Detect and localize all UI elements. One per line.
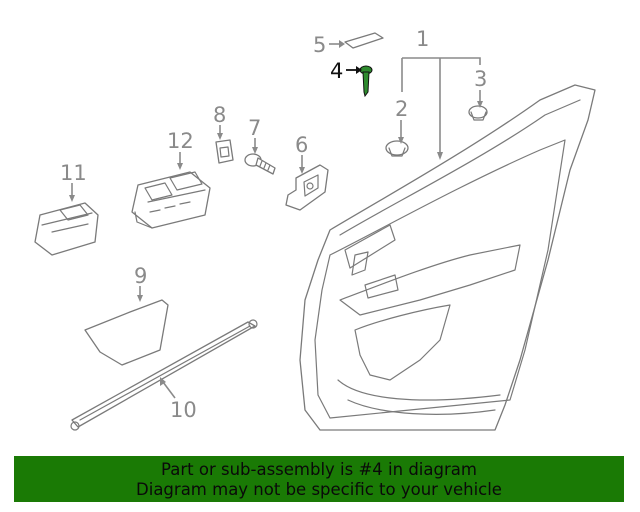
- bracket-6: [285, 164, 329, 211]
- clip-8: [215, 139, 234, 164]
- callout-9: 9: [134, 264, 147, 288]
- clip-3: [468, 105, 488, 121]
- callout-11: 11: [60, 161, 87, 185]
- callout-12: 12: [167, 129, 194, 153]
- screw-7: [244, 153, 276, 175]
- window-master-switch: [131, 171, 211, 229]
- cover-9: [84, 299, 169, 366]
- window-switch: [34, 202, 99, 256]
- banner-line-1: Part or sub-assembly is #4 in diagram: [161, 460, 477, 479]
- pad-5: [344, 32, 384, 49]
- callout-4: 4: [330, 59, 343, 83]
- door-trim-panel: [299, 84, 596, 431]
- callout-10: 10: [170, 398, 197, 422]
- weatherstrip-10: [70, 319, 258, 431]
- callout-7: 7: [248, 116, 261, 140]
- callout-2: 2: [395, 97, 408, 121]
- banner-line-2: Diagram may not be specific to your vehi…: [136, 480, 502, 499]
- callout-6: 6: [295, 133, 308, 157]
- callout-5: 5: [313, 33, 326, 57]
- callout-8: 8: [213, 103, 226, 127]
- info-banner: Part or sub-assembly is #4 in diagram Di…: [14, 456, 624, 502]
- callout-3: 3: [474, 67, 487, 91]
- clip-2: [385, 140, 409, 157]
- parts-diagram: 1 2 3 4 5 6 7 8 9 10 11 12: [34, 27, 596, 431]
- screw-4-highlighted: [359, 65, 373, 98]
- callout-1: 1: [416, 27, 429, 51]
- leader-lines: [69, 40, 483, 399]
